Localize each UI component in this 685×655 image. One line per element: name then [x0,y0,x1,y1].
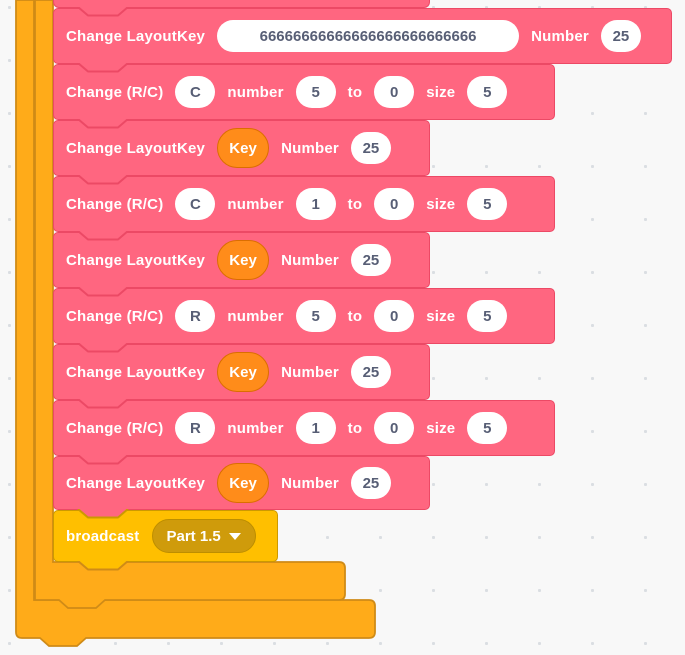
text-input-oval[interactable]: 25 [350,244,391,276]
block-label: size [426,419,456,437]
block-label: broadcast [66,527,140,545]
block-label: Change LayoutKey [66,251,206,269]
text-input-oval[interactable]: 5 [467,188,508,220]
text-input-oval[interactable]: R [175,412,216,444]
variable-oval-key[interactable]: Key [217,463,270,503]
block-label: Change LayoutKey [66,474,206,492]
text-input-oval[interactable]: 5 [295,76,336,108]
block-broadcast[interactable]: broadcast Part 1.5 [53,510,278,562]
text-input-oval[interactable]: 5 [467,412,508,444]
broadcast-dropdown-value: Part 1.5 [166,527,221,545]
block-label: to [347,419,363,437]
text-input-oval[interactable]: R [175,300,216,332]
text-input-oval[interactable]: 25 [350,132,391,164]
text-input-oval[interactable]: 1 [295,188,336,220]
block-label: Number [531,27,589,45]
text-input-oval[interactable]: 25 [350,467,391,499]
block-label: Change LayoutKey [66,363,206,381]
block-label: number [227,419,284,437]
block-change-layoutkey[interactable]: Change LayoutKey Key Number 25 [53,232,430,288]
variable-oval-key[interactable]: Key [217,128,270,168]
block-label: Change (R/C) [66,195,164,213]
block-label: to [347,307,363,325]
block-label: Change (R/C) [66,83,164,101]
block-label: Change (R/C) [66,307,164,325]
block-label: Number [281,474,339,492]
text-input-oval[interactable]: 0 [374,300,415,332]
block-label: number [227,195,284,213]
broadcast-dropdown[interactable]: Part 1.5 [151,519,256,553]
variable-oval-key[interactable]: Key [217,240,270,280]
block-change-layoutkey[interactable]: Change LayoutKey Key Number 25 [53,344,430,400]
text-input-oval[interactable]: 5 [467,76,508,108]
block-label: size [426,195,456,213]
text-input-oval[interactable]: 5 [467,300,508,332]
text-input-oval[interactable]: 66666666666666666666666666 [217,20,520,52]
block-change-layoutkey[interactable]: Change LayoutKey Key Number 25 [53,120,430,176]
text-input-oval[interactable]: C [175,188,216,220]
text-input-oval[interactable]: C [175,76,216,108]
block-label: to [347,83,363,101]
dropdown-arrow-icon [228,532,241,540]
text-input-oval[interactable]: 25 [600,20,641,52]
block-label: number [227,307,284,325]
text-input-oval[interactable]: 25 [350,356,391,388]
block-label: size [426,83,456,101]
block-label: Change LayoutKey [66,139,206,157]
block-label: number [227,83,284,101]
text-input-oval[interactable]: 0 [374,412,415,444]
block-label: size [426,307,456,325]
block-label: Change LayoutKey [66,27,206,45]
text-input-oval[interactable]: 0 [374,76,415,108]
variable-oval-key[interactable]: Key [217,352,270,392]
block-label: Number [281,363,339,381]
block-label: Number [281,251,339,269]
block-label: Number [281,139,339,157]
c-block-outer[interactable] [15,0,376,647]
block-change-layoutkey[interactable]: Change LayoutKey 666666666666666666666666… [53,8,672,64]
cutoff-block [53,0,430,8]
block-change-layoutkey[interactable]: Change LayoutKey Key Number 25 [53,456,430,510]
text-input-oval[interactable]: 1 [295,412,336,444]
text-input-oval[interactable]: 5 [295,300,336,332]
text-input-oval[interactable]: 0 [374,188,415,220]
block-label: to [347,195,363,213]
c-block-inner[interactable] [34,0,346,609]
block-label: Change (R/C) [66,419,164,437]
